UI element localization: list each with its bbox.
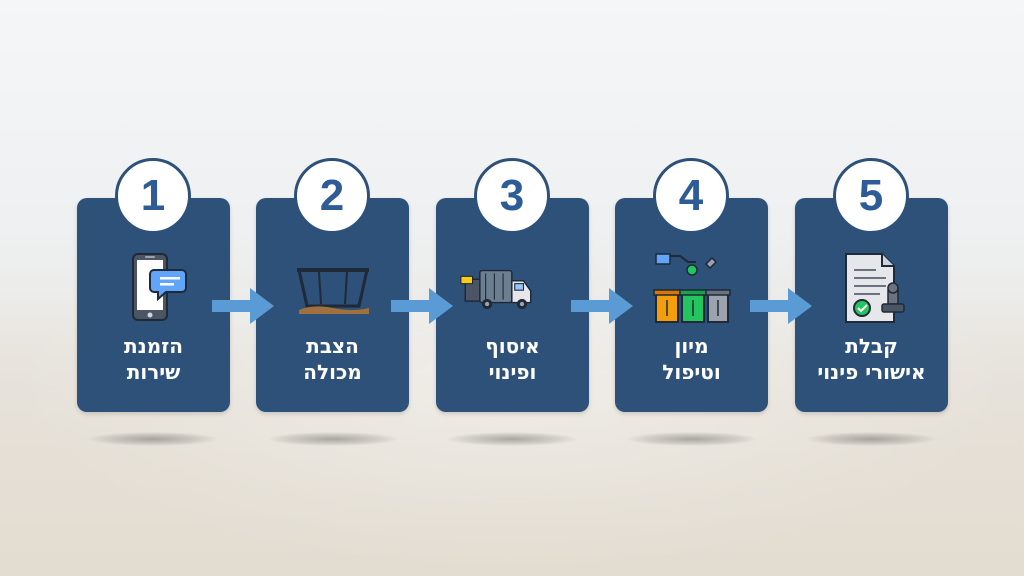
step-number-badge: 4 [653,158,729,234]
step-label-4: מיון וטיפול [615,333,768,385]
step-label-2: הצבת מכולה [256,333,409,385]
step-label-line: מכולה [303,360,362,384]
arrow-right-icon [750,288,812,324]
card-shadow [806,432,936,446]
step-number-badge: 2 [294,158,370,234]
step-number-badge: 5 [833,158,909,234]
certificate-document-icon [845,253,905,323]
step-label-line: הצבת [306,334,359,358]
dumpster-container-icon [297,268,369,314]
step-label-line: ופינוי [488,360,537,384]
arrow-right-icon [391,288,453,324]
smartphone-chat-icon [132,253,187,321]
step-label-line: שירות [126,360,181,384]
step-label-line: מיון [674,334,709,358]
step-label-line: וטיפול [662,360,721,384]
step-label-1: הזמנת שירות [77,333,230,385]
step-label-5: קבלת אישורי פינוי [795,333,948,385]
garbage-truck-icon [460,269,532,310]
arrow-right-icon [212,288,274,324]
card-shadow [627,432,757,446]
step-label-line: הזמנת [124,334,183,358]
step-label-line: איסוף [485,334,540,358]
card-shadow [88,432,218,446]
card-shadow [268,432,398,446]
recycling-bins-icon [653,253,731,323]
card-shadow [447,432,577,446]
step-number-badge: 3 [474,158,550,234]
step-label-line: קבלת [845,334,898,358]
arrow-right-icon [571,288,633,324]
step-label-line: אישורי פינוי [817,360,926,384]
step-label-3: איסוף ופינוי [436,333,589,385]
step-number-badge: 1 [115,158,191,234]
